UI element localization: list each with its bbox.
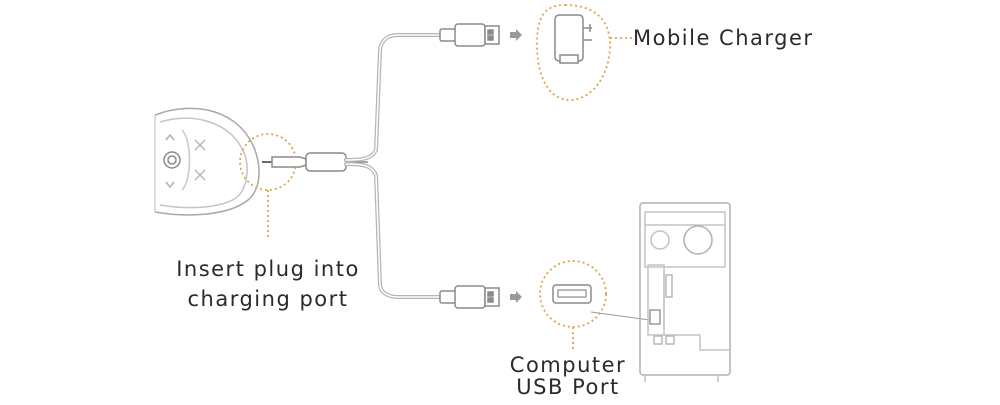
label-insert-plug: Insert plug into charging port <box>148 256 388 311</box>
charging-device <box>154 107 260 216</box>
label-computer-line2: USB Port <box>516 375 620 399</box>
label-computer-usb-port: Computer USB Port <box>483 352 653 404</box>
mobile-charger-icon <box>536 4 632 101</box>
usb-plug-bottom <box>439 285 500 309</box>
label-computer-line1: Computer <box>509 353 627 377</box>
charging-port-highlight <box>239 133 297 240</box>
cable-inner <box>345 34 443 298</box>
usb-plug-top <box>439 23 500 47</box>
arrow-bottom <box>510 291 522 303</box>
usb-port-highlight <box>539 260 651 352</box>
label-insert-line1: Insert plug into <box>176 257 360 281</box>
dc-plug <box>262 152 368 172</box>
arrow-top <box>510 29 522 41</box>
label-insert-line2: charging port <box>187 287 349 311</box>
label-mobile-charger: Mobile Charger <box>633 26 814 50</box>
computer-tower-icon <box>639 202 731 382</box>
